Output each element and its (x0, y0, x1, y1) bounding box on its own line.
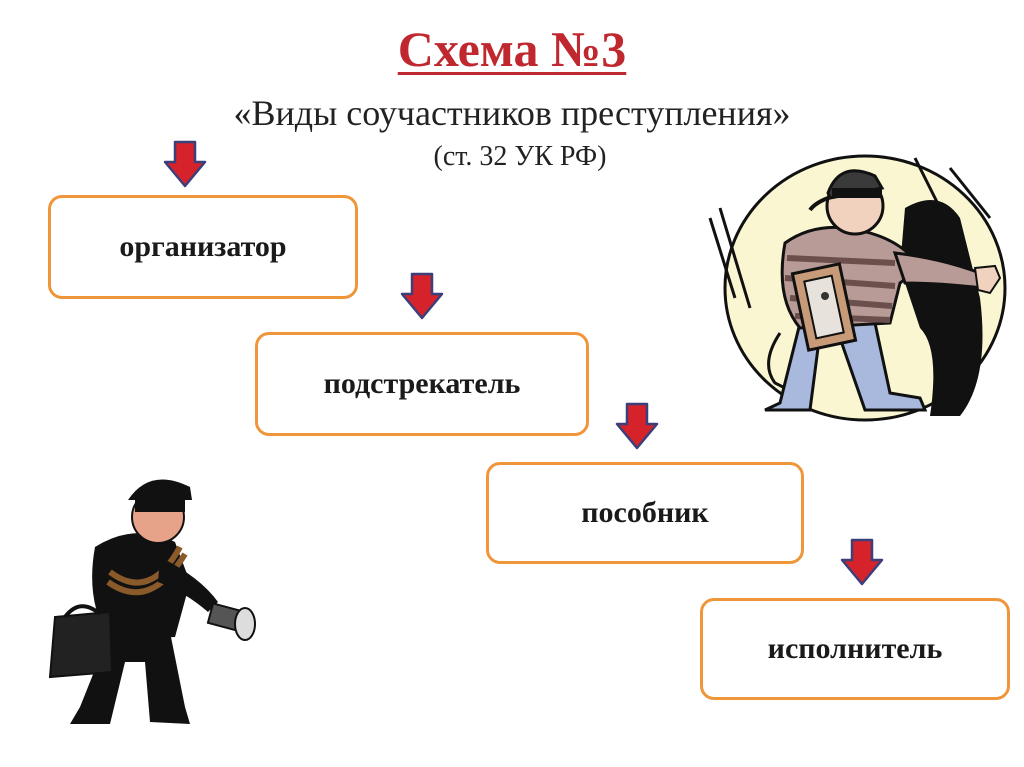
step-box-instigator: подстрекатель (255, 332, 589, 436)
burglar-with-safe-illustration (708, 154, 1007, 422)
step-box-perpetrator: исполнитель (700, 598, 1010, 700)
step-label: организатор (119, 230, 287, 263)
diagram-subtitle: «Виды соучастников преступления» (233, 93, 791, 133)
step-label: исполнитель (767, 632, 943, 665)
step-box-organizer: организатор (48, 195, 358, 299)
step-box-accomplice: пособник (486, 462, 804, 564)
down-arrow-icon (400, 272, 444, 320)
step-label: пособник (581, 496, 709, 529)
legal-reference: (ст. 32 УК РФ) (433, 141, 607, 172)
diagram-title: Схема №3 (397, 21, 627, 77)
down-arrow-icon (840, 538, 884, 586)
down-arrow-icon (163, 140, 207, 188)
step-label: подстрекатель (323, 367, 521, 400)
burglar-with-flashlight-illustration (48, 479, 256, 724)
down-arrow-icon (615, 402, 659, 450)
